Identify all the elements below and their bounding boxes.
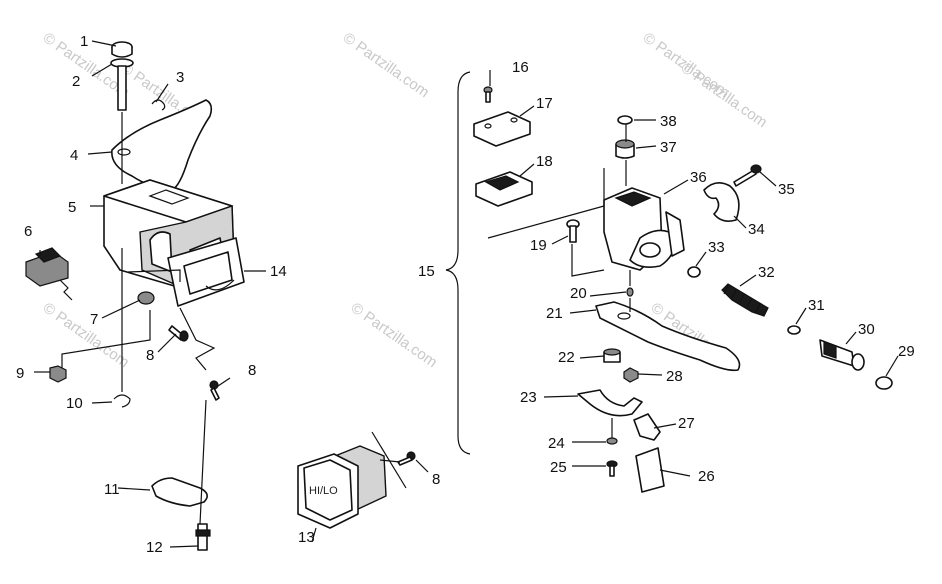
- callout-19: 19: [530, 237, 547, 254]
- callout-17: 17: [536, 95, 553, 112]
- part-8-screw: [397, 451, 416, 466]
- callout-3: 3: [176, 69, 184, 86]
- part-31-washer: [787, 325, 801, 335]
- part-25-screw: [606, 460, 618, 477]
- callout-13: 13: [298, 529, 315, 546]
- callout-14: 14: [270, 263, 287, 280]
- part-24-washer: [606, 437, 618, 445]
- part-22-bushing: [603, 348, 621, 363]
- part-27-brake-switch: [633, 413, 661, 441]
- part-29-o-ring: [875, 376, 893, 390]
- callout-26: 26: [698, 468, 715, 485]
- callout-8: 8: [432, 471, 440, 488]
- part-1-bolt: [111, 41, 133, 58]
- part-8-screw: [168, 325, 189, 342]
- part-23-bracket: [577, 389, 643, 417]
- part-36-master-cylinder: [603, 187, 685, 271]
- part-28-nut: [623, 367, 639, 383]
- part-35-screw: [733, 164, 762, 187]
- callout-34: 34: [748, 221, 765, 238]
- callout-2: 2: [72, 73, 80, 90]
- watermark: © Partzilla.com: [678, 59, 771, 131]
- callout-23: 23: [520, 389, 537, 406]
- callout-35: 35: [778, 181, 795, 198]
- switch-label: HI/LO: [309, 485, 338, 497]
- callout-22: 22: [558, 349, 575, 366]
- callout-29: 29: [898, 343, 915, 360]
- callout-38: 38: [660, 113, 677, 130]
- part-34-clamp: [703, 182, 740, 222]
- callout-6: 6: [24, 223, 32, 240]
- part-9-nut: [49, 365, 67, 383]
- part-3-clip: [151, 99, 166, 111]
- callout-8: 8: [248, 362, 256, 379]
- callout-1: 1: [80, 33, 88, 50]
- watermark: © Partzilla.com: [348, 299, 441, 371]
- group-brace: [445, 71, 471, 455]
- callout-20: 20: [570, 285, 587, 302]
- part-30-piston: [819, 339, 865, 371]
- callout-30: 30: [858, 321, 875, 338]
- callout-27: 27: [678, 415, 695, 432]
- part-16-screw: [483, 86, 493, 103]
- callout-21: 21: [546, 305, 563, 322]
- callout-4: 4: [70, 147, 78, 164]
- part-20-pin: [626, 287, 634, 297]
- callout-12: 12: [146, 539, 163, 556]
- callout-10: 10: [66, 395, 83, 412]
- callout-25: 25: [550, 459, 567, 476]
- callout-24: 24: [548, 435, 565, 452]
- part-13-hi-lo-switch: HI/LO: [297, 445, 387, 543]
- callout-labels: 1 2 3 4 5 6 7 8 8 8 9 10 11 12 13 14 15 …: [16, 33, 915, 556]
- part-8-screw: [209, 380, 220, 401]
- part-11-cover-plate: [151, 477, 208, 507]
- callout-15: 15: [418, 263, 435, 280]
- callout-9: 9: [16, 365, 24, 382]
- callout-28: 28: [666, 368, 683, 385]
- callout-18: 18: [536, 153, 553, 170]
- callout-5: 5: [68, 199, 76, 216]
- watermark: © Partzilla.com: [340, 29, 433, 101]
- part-14-gasket: [167, 237, 245, 307]
- callout-8: 8: [146, 347, 154, 364]
- callout-36: 36: [690, 169, 707, 186]
- part-17-reservoir-cover: [473, 111, 531, 147]
- part-21-brake-lever: [595, 301, 741, 372]
- callout-33: 33: [708, 239, 725, 256]
- part-33-washer: [687, 266, 701, 278]
- callout-7: 7: [90, 311, 98, 328]
- callout-31: 31: [808, 297, 825, 314]
- part-6-connector: [25, 247, 73, 301]
- part-12-screw: [195, 523, 211, 551]
- right-assembly: [473, 70, 899, 493]
- part-10-clip: [113, 394, 131, 408]
- callout-11: 11: [104, 481, 120, 498]
- part-32-spring: [721, 283, 769, 317]
- part-2-washer: [110, 58, 134, 111]
- part-4-throttle-lever: [111, 99, 213, 191]
- left-assembly: [25, 40, 266, 551]
- callout-16: 16: [512, 59, 529, 76]
- part-26-plate: [635, 447, 665, 493]
- part-19-bolt: [566, 219, 580, 243]
- part-18-diaphragm: [475, 171, 533, 207]
- callout-37: 37: [660, 139, 677, 156]
- callout-32: 32: [758, 264, 775, 281]
- part-37-cap: [615, 139, 635, 159]
- part-38-washer: [617, 115, 633, 125]
- part-7-grommet: [137, 291, 155, 305]
